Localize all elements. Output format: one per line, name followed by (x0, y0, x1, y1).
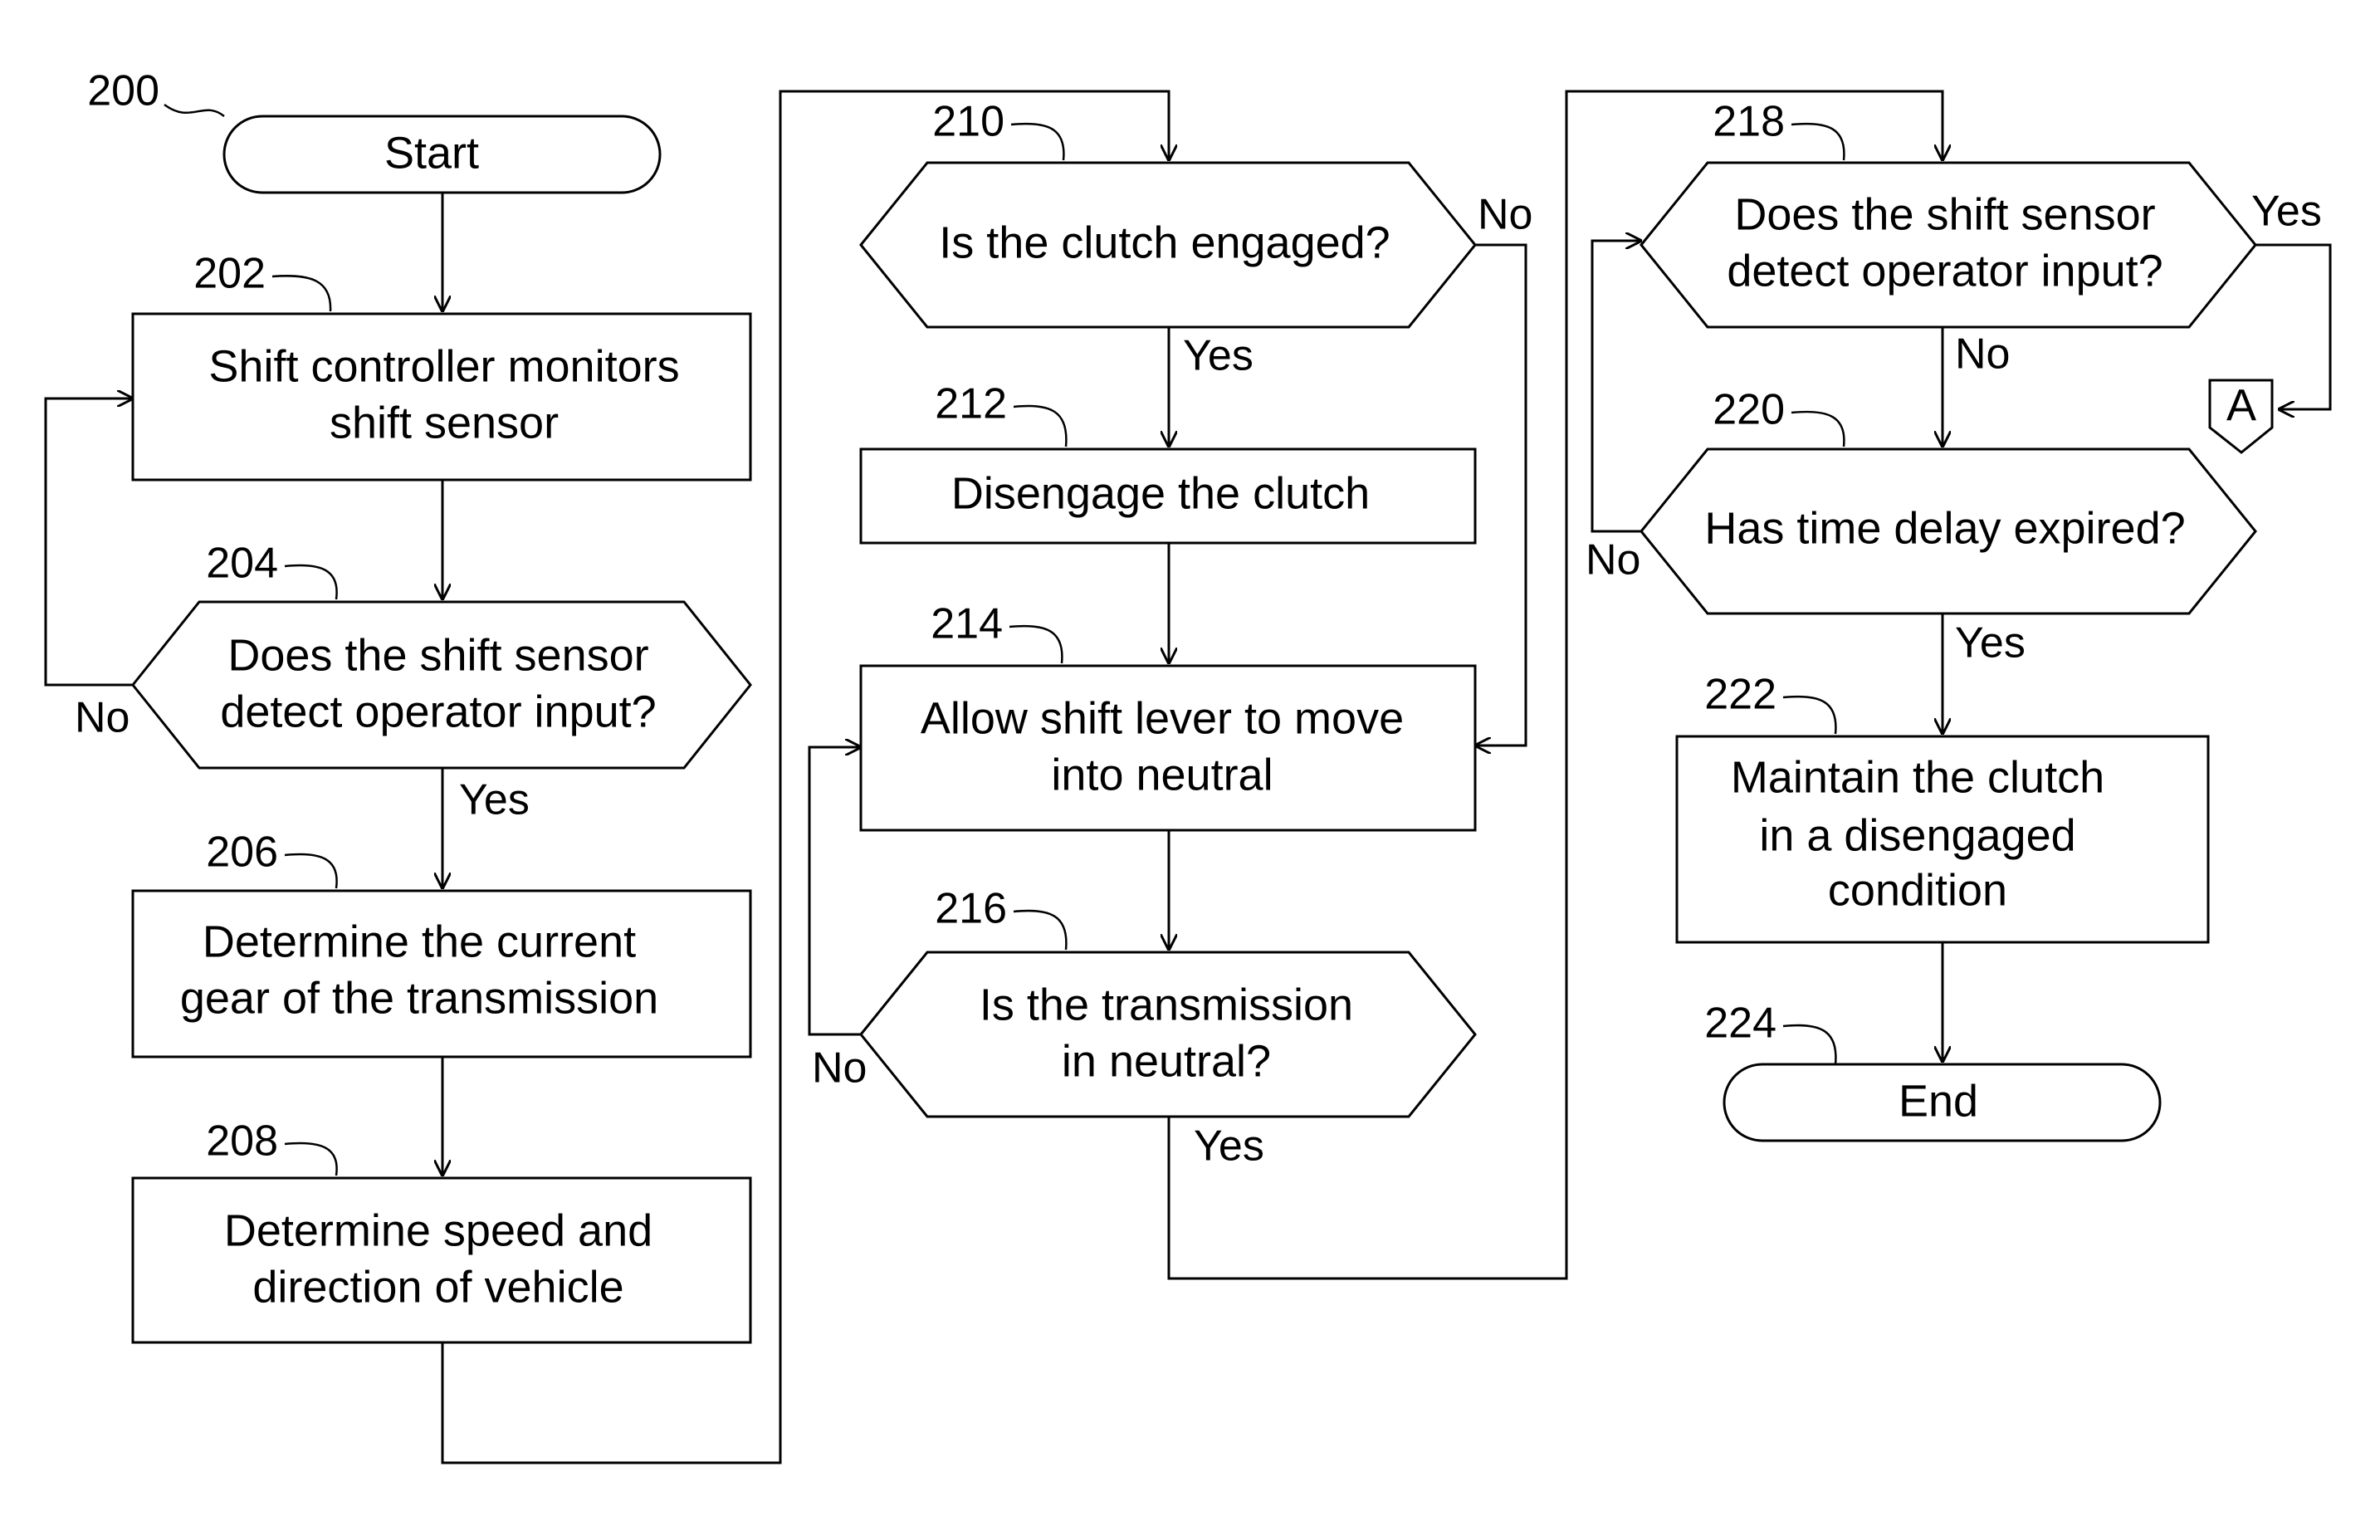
branch-label-220-no: No (1586, 536, 1640, 584)
node-text-line1: Shift controller monitors (208, 341, 679, 391)
start-terminal: Start (224, 116, 660, 193)
connector-210-no-214 (1475, 245, 1526, 746)
branch-label-220-yes: Yes (1955, 619, 2026, 667)
leader-line (1011, 124, 1063, 160)
ref-label-202: 202 (193, 250, 266, 298)
leader-line (285, 1143, 337, 1176)
node-text-line2: in neutral? (1062, 1036, 1271, 1086)
node-text-line1: Does the shift sensor (1734, 189, 2155, 239)
offpage-connector-label: A (2226, 380, 2256, 430)
ref-label-224: 224 (1704, 1000, 1776, 1048)
leader-line (1783, 1025, 1835, 1064)
node-text-line1: Disengage the clutch (951, 468, 1370, 518)
node-text-line1: Does the shift sensor (227, 630, 648, 680)
node-text-line2: detect operator input? (1727, 246, 2163, 296)
node-text-line2: gear of the transmission (180, 973, 658, 1023)
process-box (133, 314, 750, 480)
branch-label-204-yes: Yes (459, 776, 530, 824)
branch-label-216-yes: Yes (1194, 1122, 1264, 1171)
branch-label-218-yes: Yes (2251, 188, 2322, 236)
ref-label-206: 206 (206, 829, 278, 877)
node-text-line2: in a disengaged (1759, 810, 2075, 860)
node-text-line1: Maintain the clutch (1731, 752, 2104, 802)
end-terminal: 224 End (1704, 1000, 2160, 1141)
ref-label-222: 222 (1704, 671, 1776, 719)
leader-line (272, 276, 330, 311)
process-box (861, 666, 1475, 830)
start-label: Start (384, 128, 479, 178)
node-text-line3: condition (1828, 865, 2007, 915)
decision-220: 220 Has time delay expired? (1641, 386, 2255, 614)
ref-label-216: 216 (935, 885, 1007, 933)
decision-hexagon (1641, 163, 2255, 327)
ref-label-218: 218 (1713, 98, 1785, 146)
branch-label-218-no: No (1955, 330, 2010, 379)
connector-204-no-loop (46, 398, 133, 685)
branch-label-210-no: No (1478, 191, 1532, 239)
leader-line (1014, 406, 1066, 447)
ref-label-208: 208 (206, 1117, 278, 1166)
process-box (133, 1178, 750, 1342)
end-label: End (1899, 1076, 1978, 1126)
ref-label-200: 200 (87, 67, 159, 115)
leader-line (1009, 626, 1062, 663)
leader-line (1783, 697, 1835, 734)
leader-line (164, 105, 224, 116)
node-text-line1: Is the clutch engaged? (939, 218, 1390, 267)
ref-label-204: 204 (206, 540, 278, 588)
node-text-line1: Determine speed and (224, 1205, 652, 1255)
node-text-line1: Allow shift lever to move (921, 693, 1404, 743)
branch-label-204-no: No (75, 694, 130, 742)
decision-218: 218 Does the shift sensor detect operato… (1641, 98, 2255, 327)
decision-hexagon (861, 952, 1475, 1117)
branch-label-216-no: No (812, 1044, 867, 1093)
ref-label-212: 212 (935, 380, 1007, 428)
node-text-line2: detect operator input? (220, 687, 656, 736)
node-text-line2: direction of vehicle (252, 1262, 623, 1312)
connector-216-no-loop (809, 747, 861, 1034)
leader-line (1791, 412, 1844, 447)
connector-220-no-loop (1592, 241, 1641, 531)
node-text-line2: into neutral (1051, 750, 1273, 799)
node-text-line1: Determine the current (203, 917, 636, 966)
leader-line (1014, 911, 1066, 950)
ref-label-220: 220 (1713, 386, 1785, 434)
leader-line (1791, 124, 1844, 160)
ref-label-214: 214 (931, 600, 1003, 648)
figure-ref-200: 200 (87, 67, 224, 116)
leader-line (285, 565, 337, 599)
ref-label-210: 210 (932, 98, 1004, 146)
node-text-line1: Has time delay expired? (1704, 503, 2185, 553)
node-text-line1: Is the transmission (980, 980, 1353, 1029)
branch-label-210-yes: Yes (1183, 332, 1254, 380)
node-text-line2: shift sensor (330, 398, 559, 447)
offpage-connector-a: A (2210, 380, 2272, 452)
leader-line (285, 854, 337, 888)
decision-hexagon (133, 602, 750, 768)
